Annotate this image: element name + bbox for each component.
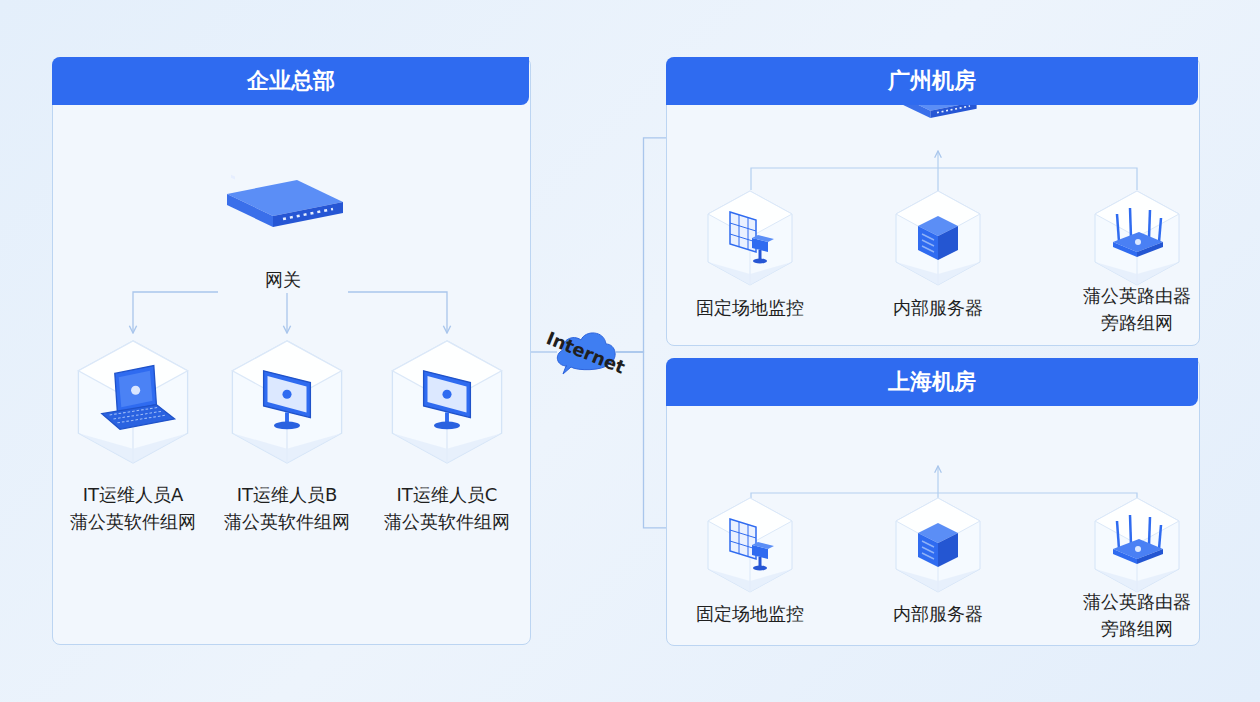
connector (616, 138, 666, 352)
site-panel: 固定场地监控 内部服务器 蒲公英路由器旁路组网 广州机房 (666, 57, 1200, 346)
node-label: 旁路组网 (1101, 615, 1173, 642)
shanghai-uplink (751, 493, 1137, 498)
connector (133, 292, 218, 333)
monitor-icon (264, 371, 311, 430)
server-icon (918, 523, 958, 567)
device-node: 网关 (218, 160, 348, 293)
panel-ground (53, 58, 531, 645)
node-label: IT运维人员B (237, 481, 338, 508)
server-icon (918, 216, 958, 260)
panel-title: 上海机房 (666, 358, 1198, 406)
cube-backdrop (896, 191, 980, 285)
device-node: IT运维人员A蒲公英软件组网 (58, 333, 208, 535)
device-node: 内部服务器 (876, 482, 1000, 627)
device-node: IT运维人员B蒲公英软件组网 (212, 333, 362, 535)
node-label: IT运维人员A (83, 481, 184, 508)
camera-icon (730, 212, 774, 264)
cube-backdrop (896, 498, 980, 592)
node-label: 固定场地监控 (696, 295, 804, 321)
site-panel: 网关IT运维人员A蒲公英软件组网IT运维人员B蒲公英软件组网IT运维人员C蒲公英… (52, 57, 531, 645)
cube-backdrop (392, 341, 501, 463)
node-illustration (372, 337, 522, 467)
camera-icon (730, 519, 774, 571)
monitor-icon (424, 371, 471, 430)
shanghai-uplink (751, 466, 1137, 498)
panel-ground (667, 58, 1200, 346)
device-node: 固定场地监控 (688, 482, 812, 627)
node-illustration (876, 173, 1000, 303)
node-illustration (212, 337, 362, 467)
node-illustration (688, 480, 812, 610)
device-node: 固定场地监控 (688, 175, 812, 321)
node-label: 内部服务器 (893, 295, 983, 321)
cloud-label: Internet (544, 327, 629, 377)
cube-backdrop (78, 341, 187, 463)
router-icon (1113, 515, 1163, 564)
node-illustration (1075, 173, 1199, 303)
panel-grounds (53, 58, 1200, 646)
cube-backdrop (708, 191, 792, 285)
node-label: 蒲公英路由器 (1083, 282, 1191, 309)
device-node: IT运维人员C蒲公英软件组网 (372, 333, 522, 535)
node-label: IT运维人员C (397, 481, 498, 508)
node-label: 蒲公英软件组网 (384, 508, 510, 535)
guangzhou-uplink (937, 168, 938, 191)
node-label: 蒲公英软件组网 (70, 508, 196, 535)
node-label: 蒲公英软件组网 (224, 508, 350, 535)
router-icon (1113, 208, 1163, 257)
node-label: 网关 (265, 267, 301, 293)
connector (531, 351, 557, 352)
connector (286, 293, 287, 333)
device-node: 蒲公英路由器旁路组网 (1075, 175, 1199, 336)
device-node: 内部服务器 (876, 175, 1000, 321)
device-node: 蒲公英路由器旁路组网 (1075, 482, 1199, 642)
guangzhou-uplink (937, 151, 938, 168)
node-illustration (688, 173, 812, 303)
node-illustration (876, 480, 1000, 610)
internet-cloud: Internet (553, 329, 619, 375)
node-illustration (218, 147, 348, 277)
connector (616, 352, 666, 528)
node-label: 蒲公英路由器 (1083, 588, 1191, 615)
guangzhou-uplink (751, 151, 1137, 191)
shanghai-uplink (937, 466, 938, 493)
gateway-icon (227, 175, 343, 227)
node-illustration (58, 337, 208, 467)
shanghai-uplink (937, 493, 938, 498)
panel-title: 广州机房 (666, 57, 1198, 105)
node-illustration (1075, 480, 1199, 610)
cube-backdrop (1095, 191, 1179, 285)
panel-title: 企业总部 (52, 57, 529, 105)
connector (348, 292, 447, 333)
panel-ground (667, 359, 1200, 646)
node-label: 内部服务器 (893, 601, 983, 627)
cube-backdrop (1095, 498, 1179, 592)
site-panel: 固定场地监控 内部服务器 蒲公英路由器旁路组网 上海机房 (666, 358, 1200, 646)
laptop-icon (102, 366, 175, 430)
cloud-label-holder: Internet (547, 318, 625, 385)
cube-backdrop (708, 498, 792, 592)
node-label: 旁路组网 (1101, 309, 1173, 336)
guangzhou-uplink (751, 168, 1137, 190)
node-label: 固定场地监控 (696, 601, 804, 627)
cube-backdrop (232, 341, 341, 463)
